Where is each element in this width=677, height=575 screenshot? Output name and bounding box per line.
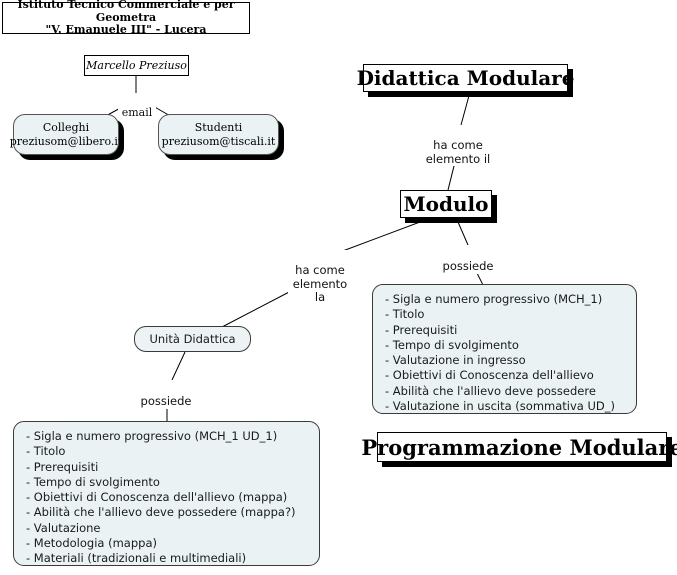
list-item: - Valutazione in ingresso (385, 353, 526, 368)
line-unita-to-possiede (171, 351, 186, 381)
list-item: - Sigla e numero progressivo (MCH_1 UD_1… (26, 429, 278, 443)
list-item: - Tempo di svolgimento (385, 337, 519, 352)
contact-role-studenti: Studenti (194, 120, 243, 134)
contact-address-colleghi: preziusom@libero.it (9, 134, 123, 148)
contact-address-studenti: preziusom@tiscali.it (161, 134, 276, 148)
concept-modulo-label: Modulo (403, 192, 489, 216)
concept-didattica-modulare-label: Didattica Modulare (356, 66, 575, 90)
list-item: - Obiettivi di Conoscenza dell'allievo (… (26, 490, 288, 505)
list-item: - Prerequisiti (385, 322, 458, 337)
list-item: - Sigla e numero progressivo (MCH_1) (385, 292, 603, 306)
institute-line-2: "V. Emanuele III" - Lucera (45, 23, 207, 37)
list-item: - Tempo di svolgimento (26, 474, 160, 489)
institute-line-1: Istituto Tecnico Commerciale e per Geome… (17, 0, 235, 24)
link-label-email-text: email (121, 106, 153, 120)
modulo-attributes-box: - Sigla e numero progressivo (MCH_1) - T… (372, 284, 637, 414)
list-item: - Titolo (385, 307, 425, 322)
list-item: - Abilità che l'allievo deve possedere (385, 383, 596, 398)
line-modulo-to-unita-label (339, 221, 421, 253)
list-item: - Valutazione (26, 520, 101, 535)
list-item: - Prerequisiti (26, 459, 99, 474)
contact-box-studenti[interactable]: Studenti preziusom@tiscali.it (158, 114, 279, 155)
list-item: - Titolo (26, 444, 66, 459)
link-label-ha-come-elemento-il-text: ha come elemento il (425, 137, 491, 166)
link-label-possiede-unita: possiede (135, 381, 197, 409)
contact-box-colleghi[interactable]: Colleghi preziusom@libero.it (10, 114, 122, 155)
institute-header: Istituto Tecnico Commerciale e per Geome… (2, 0, 250, 37)
link-label-ha-come-elemento-il: ha come elemento il (422, 125, 494, 167)
link-label-email: email (118, 93, 156, 120)
concept-didattica-modulare[interactable]: Didattica Modulare (357, 64, 574, 92)
list-item: - Obiettivi di Conoscenza dell'allievo (385, 368, 594, 383)
concept-programmazione-modulare-label: Programmazione Modulare (361, 434, 677, 460)
line-modulo-to-possiede (457, 221, 469, 246)
contact-role-colleghi: Colleghi (42, 120, 90, 134)
concept-unita-didattica[interactable]: Unità Didattica (134, 326, 251, 352)
unita-attributes-box: - Sigla e numero progressivo (MCH_1 UD_1… (13, 421, 320, 566)
concept-programmazione-modulare[interactable]: Programmazione Modulare (361, 432, 677, 462)
concept-unita-didattica-label: Unità Didattica (149, 332, 236, 346)
link-label-possiede-modulo: possiede (437, 246, 499, 274)
link-label-ha-come-elemento-la-text: ha come elemento la (292, 262, 348, 305)
author-name: Marcello Preziuso (86, 59, 187, 72)
author-name-box: Marcello Preziuso (84, 55, 189, 76)
link-label-possiede-unita-text: possiede (140, 393, 192, 408)
list-item: - Materiali (tradizionali e multimediali… (26, 551, 247, 566)
list-item: - Abilità che l'allievo deve possedere (… (26, 505, 296, 520)
concept-modulo[interactable]: Modulo (400, 190, 492, 218)
line-didattica-to-label (460, 91, 471, 126)
list-item: - Valutazione in uscita (sommativa UD_) (385, 398, 615, 413)
line-unita-label-to-unita (221, 289, 294, 328)
link-label-ha-come-elemento-la: ha come elemento la (288, 250, 352, 306)
link-label-possiede-modulo-text: possiede (442, 258, 494, 273)
list-item: - Metodologia (mappa) (26, 535, 157, 550)
